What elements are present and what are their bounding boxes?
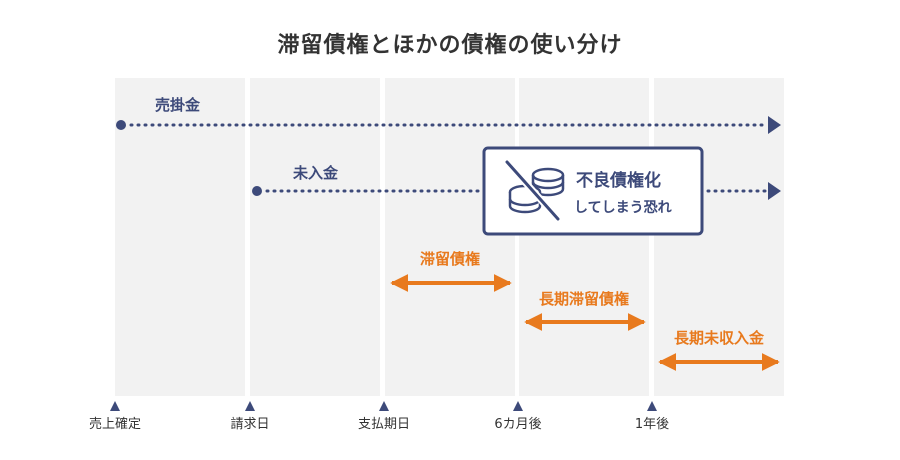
- bad-debt-warning-box: 不良債権化 してしまう恐れ: [482, 146, 704, 236]
- long-overdue-label: 長期滞留債権: [539, 290, 629, 308]
- timeline-marker-1: [110, 401, 120, 411]
- timeline-marker-2: [245, 401, 255, 411]
- timeline-label-1: 売上確定: [89, 416, 141, 432]
- long-unpaid-bar: 長期未収入金: [658, 329, 780, 371]
- column-4: [519, 78, 649, 396]
- page-title: 滞留債権とほかの債権の使い分け: [277, 33, 623, 58]
- unpaid-label: 未入金: [292, 164, 339, 182]
- timeline-markers: 売上確定 請求日 支払期日 6カ月後 1年後: [89, 401, 669, 432]
- warning-line-2: してしまう恐れ: [574, 200, 672, 216]
- warning-line-1: 不良債権化: [576, 170, 661, 191]
- receivable-start-dot: [116, 120, 126, 130]
- receivable-line: 売掛金: [116, 96, 781, 134]
- receivable-label: 売掛金: [155, 96, 201, 114]
- column-1: [115, 78, 245, 396]
- long-unpaid-label: 長期未収入金: [674, 329, 765, 347]
- receivable-arrowhead: [768, 116, 781, 134]
- column-5: [654, 78, 784, 396]
- column-3: [385, 78, 515, 396]
- timeline-label-4: 6カ月後: [494, 417, 541, 432]
- overdue-label: 滞留債権: [420, 250, 480, 268]
- timeline-label-5: 1年後: [635, 417, 669, 432]
- timeline-label-2: 請求日: [230, 417, 269, 432]
- timeline-marker-3: [379, 401, 389, 411]
- overdue-bar: 滞留債権: [390, 250, 512, 292]
- unpaid-arrowhead: [768, 182, 781, 200]
- timeline-label-3: 支払期日: [358, 417, 410, 432]
- unpaid-start-dot: [252, 186, 262, 196]
- timeline-marker-4: [513, 401, 523, 411]
- timeline-columns: [115, 78, 784, 396]
- timeline-marker-5: [647, 401, 657, 411]
- column-2: [250, 78, 380, 396]
- long-overdue-bar: 長期滞留債権: [524, 290, 646, 331]
- no-coins-icon: [503, 158, 565, 223]
